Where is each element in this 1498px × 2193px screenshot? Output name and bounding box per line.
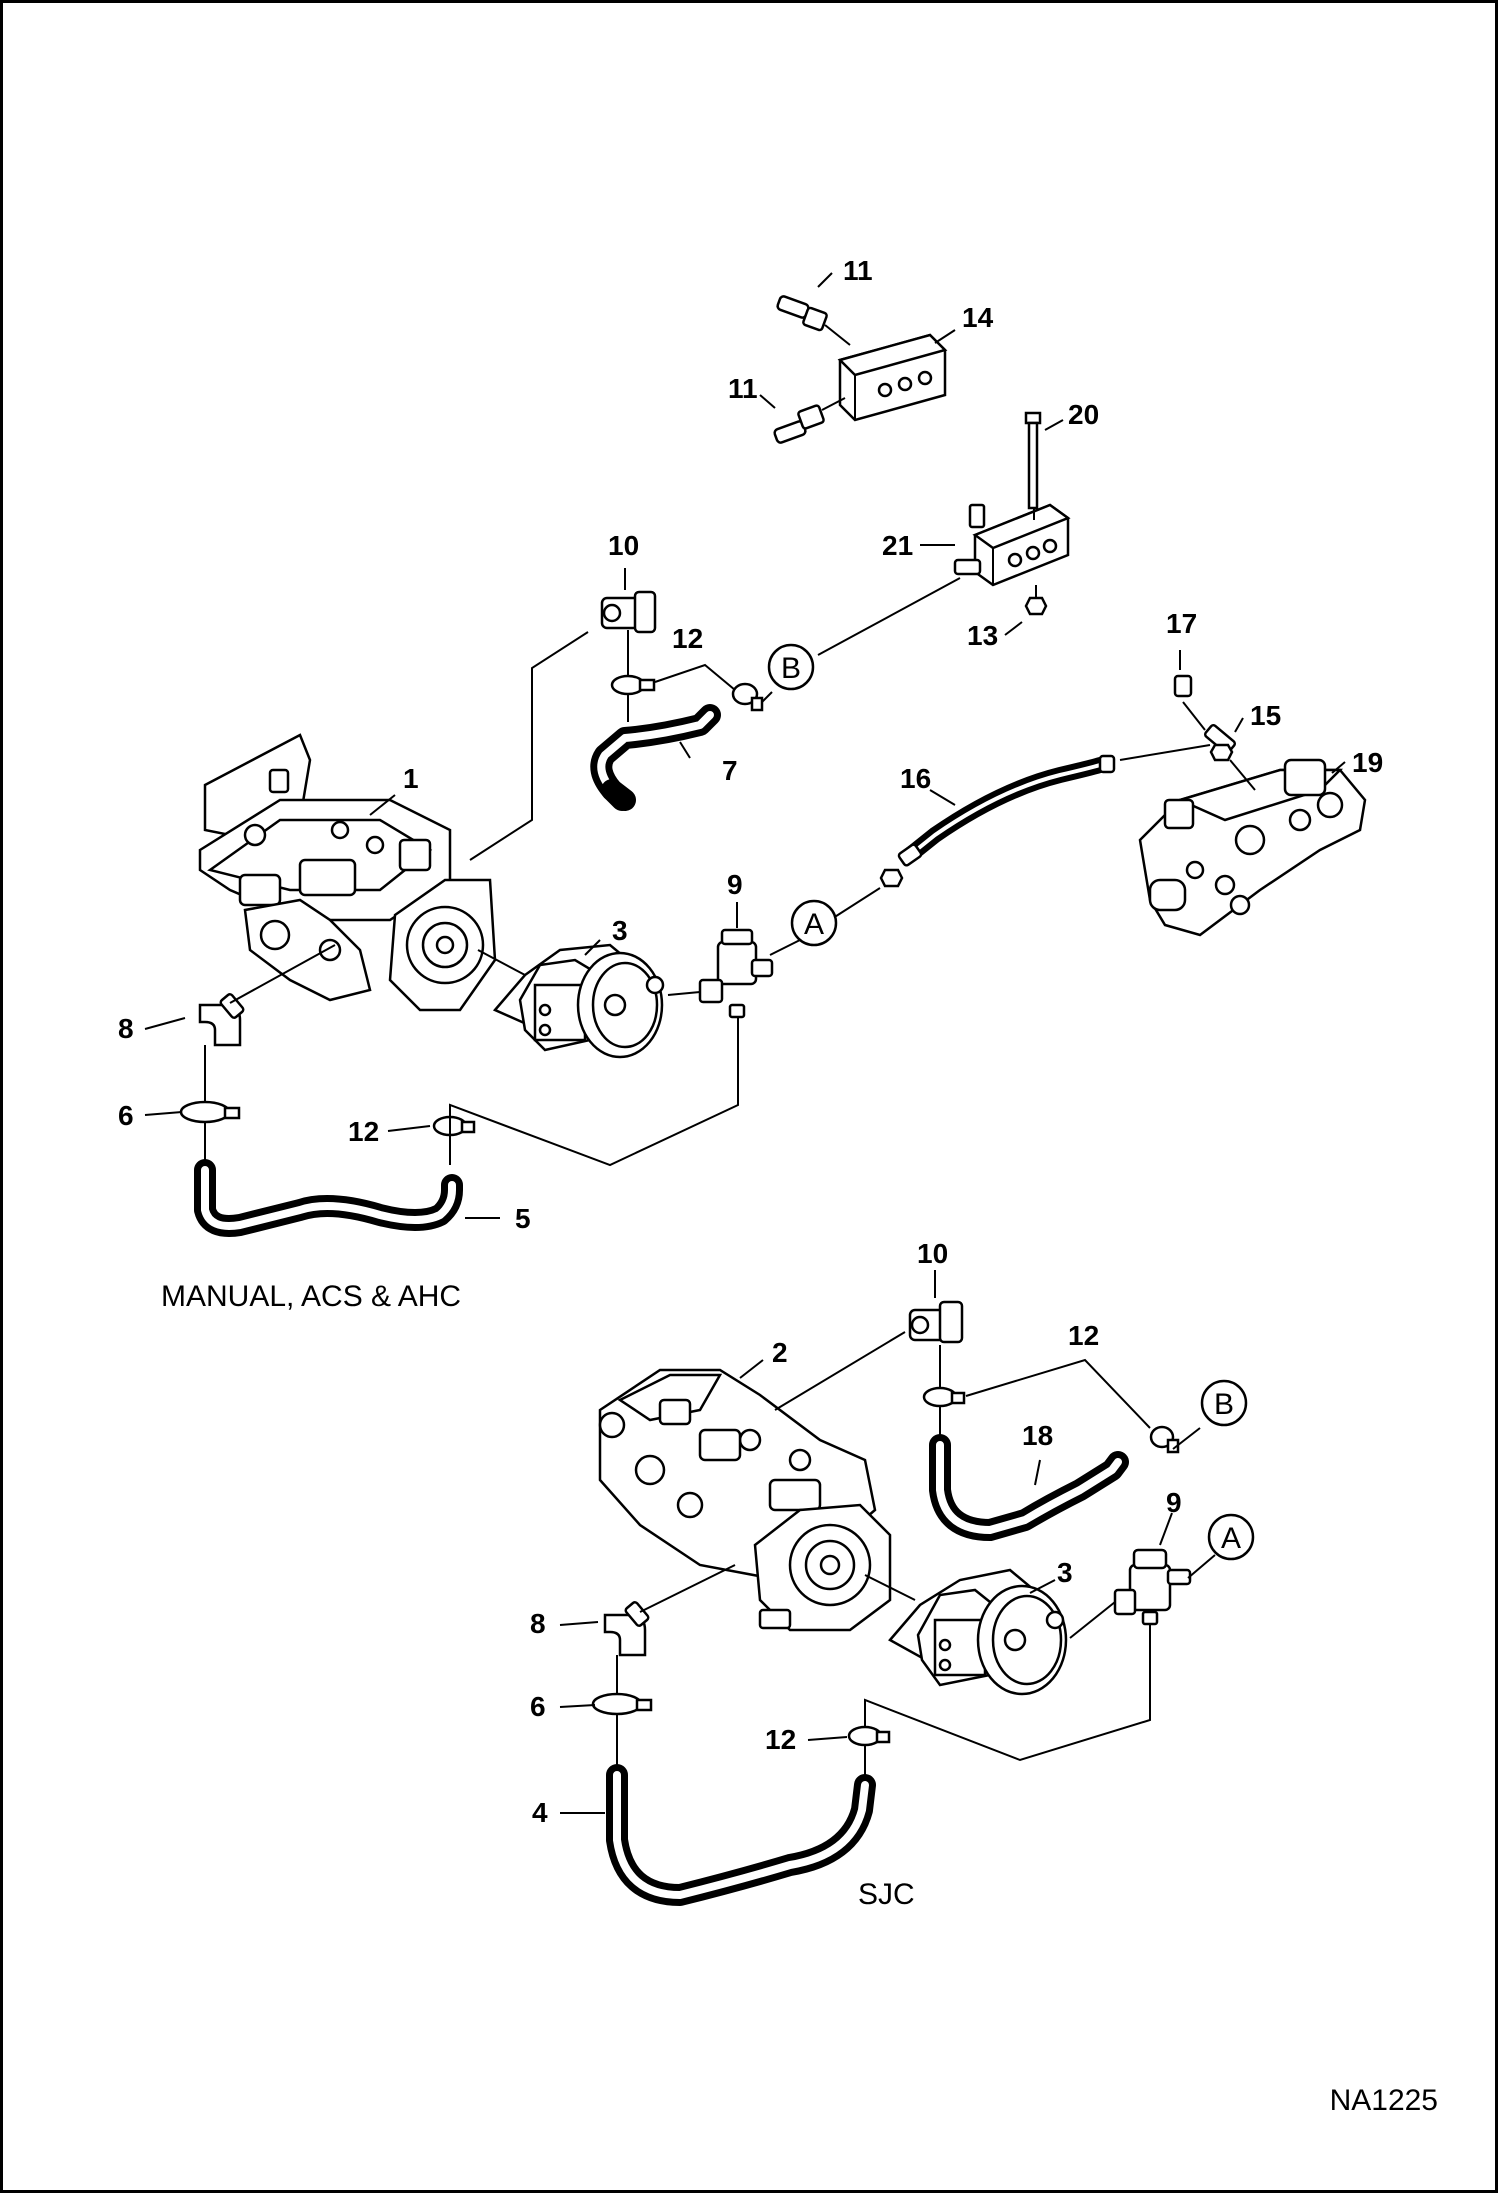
callouts-bottom: 10 12 2 18 9 3 8 6 12 4: [530, 1238, 1182, 1828]
fitting-11-upper: [776, 295, 851, 346]
elbow-fitting-8-bottom: [603, 1601, 650, 1657]
hose-clamp-6-top: [179, 1100, 241, 1124]
drawing-number: NA1225: [1330, 2084, 1438, 2117]
callout-6-bottom: 6: [530, 1691, 546, 1722]
callout-4: 4: [532, 1797, 548, 1828]
hose-clamp-12-top-a: [610, 674, 656, 696]
caption-top-assembly: MANUAL, ACS & AHC: [161, 1280, 461, 1313]
hose-18: [929, 1434, 1129, 1541]
callout-8-top: 8: [118, 1013, 134, 1044]
leader-lines-bottom: [559, 1270, 1173, 1814]
hose-clamp-12-bottom-b: [1149, 1425, 1180, 1454]
callout-1: 1: [403, 763, 419, 794]
callout-3-top: 3: [612, 915, 628, 946]
fitting-15: [1203, 723, 1237, 762]
bolt-20: [1024, 411, 1042, 510]
callout-7: 7: [722, 755, 738, 786]
callout-11-upper: 11: [843, 255, 873, 286]
elbow-fitting-8-top: [198, 993, 245, 1047]
callout-19: 19: [1352, 747, 1383, 778]
callout-12-top-c: 12: [348, 1116, 379, 1147]
callout-15: 15: [1250, 700, 1281, 731]
manifold-block-14: [837, 333, 948, 422]
hose-clamp-12-bottom-c: [847, 1725, 891, 1747]
ref-circle-b-bottom: B: [1200, 1379, 1248, 1427]
callout-6-top: 6: [118, 1100, 134, 1131]
callout-2: 2: [772, 1337, 788, 1368]
ref-label-a-bottom: A: [1221, 1522, 1241, 1555]
connection-lines-bottom: [616, 1331, 1216, 1775]
callout-9-bottom: 9: [1166, 1487, 1182, 1518]
fitting-11-lower: [773, 397, 846, 444]
callout-8-bottom: 8: [530, 1608, 546, 1639]
ref-circle-a-top: A: [790, 899, 838, 947]
callout-16: 16: [900, 763, 931, 794]
hose-4: [606, 1764, 876, 1906]
callout-21: 21: [882, 530, 913, 561]
ref-label-a-top: A: [804, 908, 824, 941]
hose-clamp-12-top-c: [432, 1115, 476, 1137]
hose-clamp-12-top-b: [731, 682, 764, 712]
callout-11-lower: 11: [728, 373, 758, 404]
cap-17: [1173, 674, 1193, 698]
callout-12-bottom-a: 12: [1068, 1320, 1099, 1351]
caption-bottom-assembly: SJC: [858, 1878, 915, 1911]
callout-20: 20: [1068, 399, 1099, 430]
ref-circle-a-bottom: A: [1207, 1513, 1255, 1561]
control-valve-19: [1138, 758, 1367, 937]
ref-label-b-bottom: B: [1214, 1388, 1234, 1421]
callouts-top: 11 14 11 20 21 13 10 12 17 15 19 16 1 7 …: [118, 255, 1383, 1234]
callout-12-top-a: 12: [672, 623, 703, 654]
leader-lines-top: [144, 272, 1346, 1219]
hydrostatic-pump-1: [198, 733, 497, 1012]
tee-fitting-9-top: [698, 928, 774, 1019]
gear-pump-3-bottom: [864, 1568, 1068, 1696]
callout-17: 17: [1166, 608, 1197, 639]
ref-circle-b-top: B: [767, 643, 815, 691]
callout-10-bottom: 10: [917, 1238, 948, 1269]
elbow-fitting-10-top: [600, 590, 657, 634]
elbow-fitting-10-bottom: [908, 1300, 964, 1344]
callout-10-top: 10: [608, 530, 639, 561]
callout-3-bottom: 3: [1057, 1557, 1073, 1588]
tee-fitting-9-bottom: [1113, 1548, 1192, 1626]
callout-12-bottom-c: 12: [765, 1724, 796, 1755]
nut-13: [1024, 596, 1048, 616]
hose-clamp-12-bottom-a: [922, 1386, 966, 1408]
hose-16: [879, 754, 1116, 888]
gear-pump-3-top: [477, 943, 665, 1059]
callout-5: 5: [515, 1203, 531, 1234]
block-21: [953, 503, 1071, 587]
hydrostatic-pump-2: [598, 1368, 892, 1632]
callout-9-top: 9: [727, 869, 743, 900]
connection-lines-top: [204, 508, 1256, 1167]
callout-14: 14: [962, 302, 994, 333]
callout-18: 18: [1022, 1420, 1053, 1451]
hose-7: [590, 704, 721, 811]
ref-label-b-top: B: [781, 652, 801, 685]
hose-clamp-6-bottom: [591, 1692, 653, 1716]
callout-13: 13: [967, 620, 998, 651]
hose-5: [194, 1159, 463, 1237]
